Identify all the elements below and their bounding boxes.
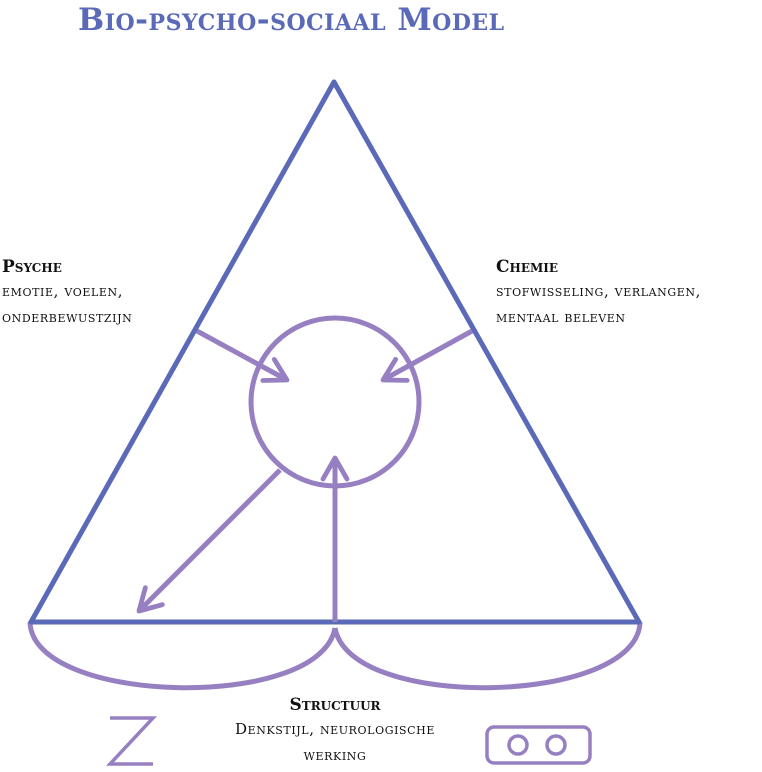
chemie-label: Chemie stofwisseling, verlangen, mentaal… — [496, 256, 701, 330]
triangle-right-side — [331, 79, 642, 625]
arrow-center-to-base-left — [136, 468, 282, 614]
chemie-heading: Chemie — [496, 257, 559, 277]
diagram-title: Bio-psycho-sociaal Model — [78, 2, 505, 38]
structuur-line-1: Denkstijl, neurologische — [234, 720, 436, 738]
psyche-line-1: emotie, voelen, — [2, 282, 124, 300]
two-circles-box-icon — [485, 725, 592, 765]
psyche-line-2: onderbewustzijn — [2, 308, 133, 326]
psyche-label: Psyche emotie, voelen, onderbewustzijn — [2, 256, 132, 330]
arrow-psyche-to-center — [195, 328, 290, 383]
structuur-line-2: werking — [303, 746, 367, 764]
chemie-line-1: stofwisseling, verlangen, — [496, 282, 702, 300]
triangle-left-side — [28, 79, 337, 625]
arrow-chemie-to-center — [380, 328, 474, 383]
letter-z-icon — [105, 716, 158, 766]
chemie-line-2: mentaal beleven — [496, 308, 626, 326]
psyche-heading: Psyche — [2, 257, 62, 277]
structuur-heading: Structuur — [289, 695, 381, 715]
bottom-right-arc — [332, 621, 643, 691]
bottom-left-arc — [27, 621, 338, 691]
structuur-label: Structuur Denkstijl, neurologische werki… — [200, 694, 470, 768]
